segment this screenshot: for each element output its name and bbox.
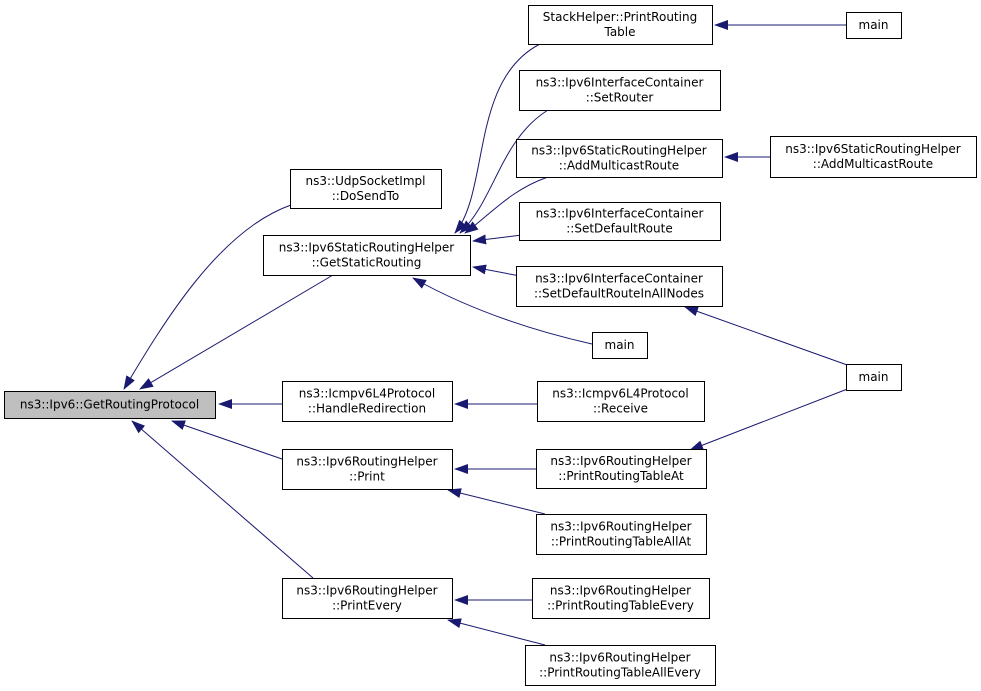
node-label-line: ::PrintRoutingTableEvery — [547, 599, 694, 613]
node-box[interactable] — [516, 266, 723, 307]
edge-routing_print_every-to-get_routing_protocol — [131, 420, 314, 579]
node-main-mid[interactable]: main — [592, 332, 648, 359]
node-print-routing-table-every[interactable]: ns3::Ipv6RoutingHelper::PrintRoutingTabl… — [532, 578, 710, 619]
node-box[interactable] — [846, 12, 902, 39]
node-udp-do-send-to[interactable]: ns3::UdpSocketImpl::DoSendTo — [290, 169, 442, 209]
node-label-line: ns3::Icmpv6L4Protocol — [299, 387, 435, 401]
node-label-line: ns3::Ipv6StaticRoutingHelper — [785, 142, 961, 156]
node-label-line: ::DoSendTo — [332, 189, 400, 203]
edge-print_routing_table_all_every-to-routing_print_every — [447, 618, 546, 646]
node-box[interactable] — [263, 235, 471, 276]
node-label-line: ns3::Ipv6RoutingHelper — [549, 651, 690, 665]
node-container-set-default-route[interactable]: ns3::Ipv6InterfaceContainer::SetDefaultR… — [519, 202, 721, 241]
edge-main_mid-to-get_static_routing — [412, 277, 593, 345]
node-get-routing-protocol: ns3::Ipv6::GetRoutingProtocol — [4, 391, 216, 419]
node-label-line: ::SetDefaultRoute — [566, 222, 672, 236]
node-label-line: ::Receive — [593, 402, 648, 416]
edge-container_set_default_route-to-get_static_routing — [472, 234, 523, 245]
node-label-line: main — [859, 370, 889, 384]
node-label-line: ::HandleRedirection — [308, 402, 426, 416]
node-static-add-multicast-2[interactable]: ns3::Ipv6StaticRoutingHelper::AddMultica… — [770, 136, 977, 178]
edge-main_right-to-print_routing_table_at — [689, 387, 851, 451]
node-box[interactable] — [532, 578, 710, 619]
node-container-set-default-all[interactable]: ns3::Ipv6InterfaceContainer::SetDefaultR… — [516, 266, 723, 307]
edge-stack_print_routing_table-to-get_static_routing — [454, 43, 541, 234]
node-label-line: ns3::Ipv6StaticRoutingHelper — [531, 144, 707, 158]
node-box[interactable] — [282, 381, 453, 422]
edge-get_static_routing-to-get_routing_protocol — [139, 274, 334, 390]
node-label-line: ns3::UdpSocketImpl — [306, 174, 426, 188]
node-box[interactable] — [536, 514, 707, 555]
node-label-line: main — [605, 338, 635, 352]
node-print-routing-table-all-every[interactable]: ns3::Ipv6RoutingHelper::PrintRoutingTabl… — [525, 645, 716, 686]
node-box[interactable] — [525, 645, 716, 686]
node-box[interactable] — [519, 202, 721, 241]
node-label-line: ::PrintRoutingTableAllEvery — [539, 666, 701, 680]
node-stack-print-routing-table[interactable]: StackHelper::PrintRoutingTable — [528, 5, 713, 45]
node-box[interactable] — [592, 332, 648, 359]
nodes-layer: ns3::Ipv6::GetRoutingProtocol ns3::UdpSoc… — [4, 5, 977, 686]
node-label-line: StackHelper::PrintRouting — [543, 10, 697, 24]
node-box[interactable] — [516, 139, 723, 178]
node-main-right[interactable]: main — [846, 364, 902, 391]
edge-routing_print-to-get_routing_protocol — [171, 420, 283, 460]
node-get-static-routing[interactable]: ns3::Ipv6StaticRoutingHelper::GetStaticR… — [263, 235, 471, 276]
edge-main_right-to-container_set_default_all — [684, 306, 851, 367]
node-label-line: ns3::Ipv6StaticRoutingHelper — [279, 241, 455, 255]
node-handle-redirection[interactable]: ns3::Icmpv6L4Protocol::HandleRedirection — [282, 381, 453, 422]
node-label-line: Table — [603, 25, 635, 39]
node-label-line: ::PrintRoutingTableAllAt — [551, 535, 692, 549]
node-box[interactable] — [282, 449, 453, 490]
node-label-line: ::PrintEvery — [332, 599, 402, 613]
node-label-line: ns3::Ipv6InterfaceContainer — [536, 207, 704, 221]
node-routing-print[interactable]: ns3::Ipv6RoutingHelper::Print — [282, 449, 453, 490]
node-container-set-router[interactable]: ns3::Ipv6InterfaceContainer::SetRouter — [519, 70, 721, 111]
edge-container_set_router-to-get_static_routing — [459, 109, 549, 234]
node-label-line: ::SetDefaultRouteInAllNodes — [534, 287, 704, 301]
edge-static_add_multicast_1-to-get_static_routing — [464, 176, 549, 234]
node-label-line: main — [859, 18, 889, 32]
node-label-line: ::SetRouter — [586, 91, 654, 105]
node-label-line: ns3::Ipv6InterfaceContainer — [535, 272, 703, 286]
node-main-top[interactable]: main — [846, 12, 902, 39]
edge-container_set_default_all-to-get_static_routing — [472, 264, 521, 277]
node-box[interactable] — [519, 70, 721, 111]
node-box[interactable] — [290, 169, 442, 209]
node-box[interactable] — [537, 381, 705, 422]
node-print-routing-table-all-at[interactable]: ns3::Ipv6RoutingHelper::PrintRoutingTabl… — [536, 514, 707, 555]
edge-print_routing_table_all_at-to-routing_print — [447, 488, 546, 515]
node-label-line: ns3::Ipv6RoutingHelper — [550, 454, 691, 468]
node-label-line: ns3::Icmpv6L4Protocol — [552, 387, 688, 401]
node-label-line: ::Print — [349, 470, 385, 484]
node-routing-print-every[interactable]: ns3::Ipv6RoutingHelper::PrintEvery — [282, 578, 453, 619]
node-static-add-multicast-1[interactable]: ns3::Ipv6StaticRoutingHelper::AddMultica… — [516, 139, 723, 178]
node-label-line: ns3::Ipv6RoutingHelper — [296, 455, 437, 469]
node-label-line: ::GetStaticRouting — [312, 256, 422, 270]
node-box[interactable] — [282, 578, 453, 619]
node-box — [4, 391, 216, 419]
node-label-line: ::PrintRoutingTableAt — [558, 469, 684, 483]
node-box[interactable] — [536, 449, 707, 489]
node-box[interactable] — [528, 5, 713, 45]
node-box[interactable] — [846, 364, 902, 391]
node-box[interactable] — [770, 136, 977, 178]
node-label-line: ns3::Ipv6InterfaceContainer — [536, 76, 704, 90]
node-print-routing-table-at[interactable]: ns3::Ipv6RoutingHelper::PrintRoutingTabl… — [536, 449, 707, 489]
node-label-line: ::AddMulticastRoute — [559, 159, 679, 173]
node-label-line: ns3::Ipv6RoutingHelper — [296, 584, 437, 598]
edge-udp_do_send_to-to-get_routing_protocol — [123, 204, 292, 390]
node-label-line: ns3::Ipv6RoutingHelper — [550, 520, 691, 534]
node-label-line: ::AddMulticastRoute — [813, 157, 933, 171]
node-label-line: ns3::Ipv6RoutingHelper — [550, 584, 691, 598]
node-icmp-receive[interactable]: ns3::Icmpv6L4Protocol::Receive — [537, 381, 705, 422]
edges-layer — [123, 20, 851, 646]
node-label-line: ns3::Ipv6::GetRoutingProtocol — [20, 398, 199, 412]
